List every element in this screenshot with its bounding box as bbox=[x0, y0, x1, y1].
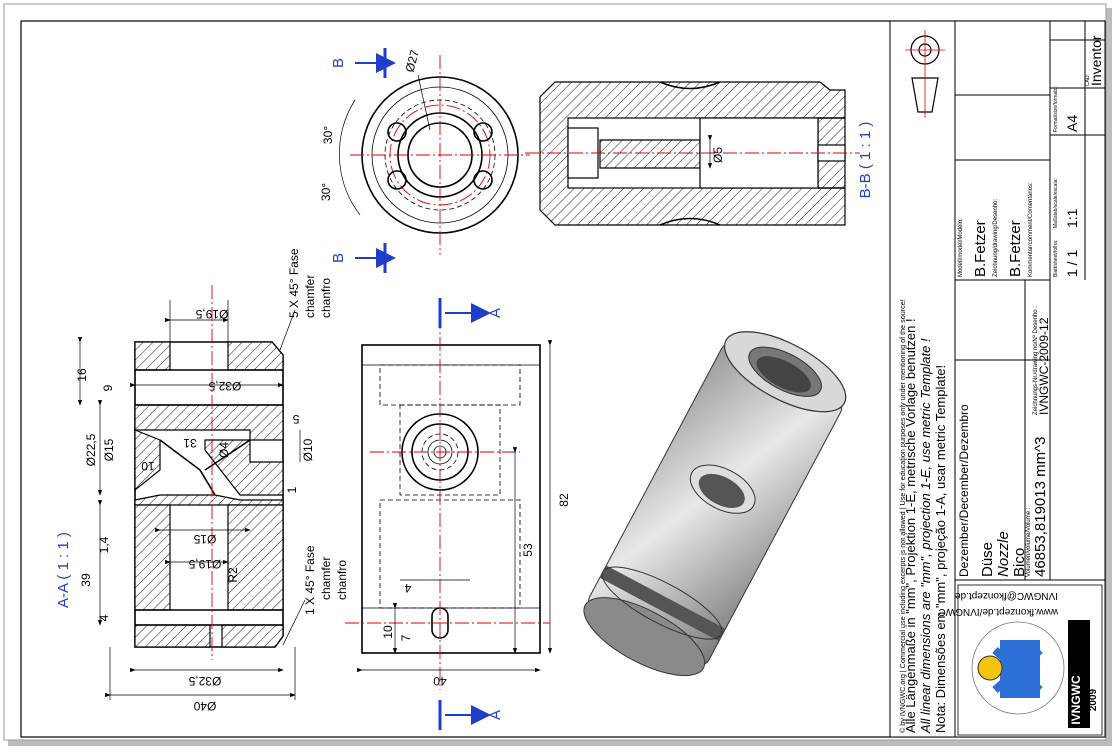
volume-label: Volumen/volume/Volume : bbox=[1026, 507, 1032, 577]
part-name-pt: Bico bbox=[1011, 548, 1028, 577]
scale-value: 1:1 bbox=[1064, 208, 1080, 228]
dim-d15-left: Ø15 bbox=[102, 438, 116, 461]
note-fase1-line1: 1 X 45° Fase bbox=[303, 545, 317, 615]
dim-d39: 39 bbox=[79, 573, 93, 587]
section-aa-title: A-A ( 1 : 1 ) bbox=[55, 532, 72, 608]
dim-d7: 7 bbox=[399, 634, 413, 641]
comment-label: Kommentar/comment/Comentários: bbox=[1028, 182, 1034, 277]
format-label: Format/size/formato: bbox=[1053, 86, 1059, 132]
cad-label: CAD: bbox=[1085, 74, 1091, 86]
sheet-label: Blatt/sheet/folha: bbox=[1053, 240, 1059, 277]
logo-name: IVNGWC bbox=[1069, 675, 1083, 725]
cut-a-bottom-label: A bbox=[487, 710, 504, 720]
dim-d22-5: Ø22,5 bbox=[84, 433, 98, 466]
projection-symbol-icon bbox=[905, 30, 945, 118]
dim-d53: 53 bbox=[521, 543, 535, 557]
section-view-aa: Ø19,5 Ø32,5 Ø22,5 Ø15 31 Ø4 Ø10 5 1 10 Ø… bbox=[55, 248, 349, 713]
date-field: Dezember/December/Dezembro bbox=[957, 404, 971, 577]
isometric-render bbox=[583, 331, 847, 677]
dim-d10-front: 10 bbox=[381, 625, 395, 639]
end-view: 30° 30° Ø27 B B bbox=[319, 48, 530, 273]
dim-d10-left: 10 bbox=[141, 459, 155, 473]
format-value: A4 bbox=[1064, 115, 1080, 132]
drawing-by: B.Fetzer bbox=[1007, 220, 1024, 277]
dim-d15-mid: Ø15 bbox=[193, 532, 216, 546]
cut-b-top-label: B bbox=[330, 58, 347, 68]
note-fase5-line3: chanfro bbox=[319, 278, 333, 318]
note-portuguese: Nota: Dimensões em "mm", projeção 1-A, u… bbox=[933, 365, 948, 733]
dim-d1-4: 1,4 bbox=[97, 536, 111, 553]
dim-d5-bb: Ø5 bbox=[711, 147, 725, 163]
title-block: © by IVNGWC.org | Commercial use includi… bbox=[889, 20, 1106, 738]
note-fase1-line3: chanfro bbox=[335, 560, 349, 600]
logo-year: 2009 bbox=[1088, 688, 1099, 711]
dim-d19-5-top: Ø19,5 bbox=[195, 307, 228, 321]
note-german: Alle Längenmaße in "mm", Projektion 1-E,… bbox=[903, 318, 918, 733]
model-label: Modell/model/Modelo: bbox=[958, 218, 964, 277]
dim-d4-front: 4 bbox=[404, 581, 411, 595]
note-fase1-line2: chamfer bbox=[319, 557, 333, 600]
angle-30-top: 30° bbox=[321, 126, 335, 144]
dim-d40: 40 bbox=[433, 674, 447, 688]
cad-value: Inventor bbox=[1088, 35, 1104, 86]
dim-d32-5-bottom: Ø32,5 bbox=[188, 674, 221, 688]
scale-label: Maßstab/scale/escala: bbox=[1053, 178, 1059, 228]
volume-value: 46853,819013 mm^3 bbox=[1032, 437, 1049, 577]
dim-d19-5-mid: Ø19,5 bbox=[188, 557, 221, 571]
dim-d4: Ø4 bbox=[217, 442, 231, 458]
drawing-no-value: IVNGWC-2009-12 bbox=[1037, 317, 1051, 415]
dim-d82: 82 bbox=[557, 493, 571, 507]
dim-d4-small: 4 bbox=[97, 614, 111, 621]
dim-d32-5-top: Ø32,5 bbox=[208, 379, 241, 393]
copyright-notice: © by IVNGWC.org | Commercial use includi… bbox=[898, 299, 907, 733]
ivngwc-logo: IVNGWC@fkonzept.de www.fkonzept.de/IVNGW… bbox=[939, 584, 1103, 736]
angle-30-bottom: 30° bbox=[319, 183, 333, 201]
drawing-no-label: Zeichnungs-Nr./drawing no/Nº Desenho : bbox=[1032, 306, 1039, 415]
drawing-label: Zeichnung/drawing/Desenho: bbox=[993, 199, 999, 277]
dim-r2: R2 bbox=[226, 567, 240, 583]
website-text: www.fkonzept.de/IVNGWC bbox=[939, 606, 1059, 617]
cut-a-top-label: A bbox=[487, 308, 504, 318]
part-name-de: Düse bbox=[979, 542, 996, 577]
note-english: All linear dimensions are "mm", projecti… bbox=[918, 338, 933, 734]
dim-d10-right: Ø10 bbox=[301, 438, 315, 461]
cut-b-bottom-label: B bbox=[330, 253, 347, 263]
dim-d16: 16 bbox=[75, 368, 89, 382]
dim-d40-diam: Ø40 bbox=[193, 699, 216, 713]
dim-d9: 9 bbox=[101, 384, 115, 391]
dim-d31: 31 bbox=[183, 436, 197, 450]
section-view-bb: Ø5 B-B ( 1 : 1 ) bbox=[525, 81, 874, 226]
part-name-en: Nozzle bbox=[995, 531, 1012, 577]
sheet-value: 1 / 1 bbox=[1064, 250, 1080, 277]
note-fase5-line1: 5 X 45° Fase bbox=[287, 248, 301, 318]
dim-d5: 5 bbox=[292, 412, 299, 426]
note-fase5-line2: chamfer bbox=[303, 275, 317, 318]
dim-d1: 1 bbox=[285, 486, 299, 493]
email-text: IVNGWC@fkonzept.de bbox=[955, 590, 1058, 601]
section-bb-title: B-B ( 1 : 1 ) bbox=[857, 122, 874, 199]
model-by: B.Fetzer bbox=[972, 220, 989, 277]
front-view: 82 53 40 10 7 4 A A bbox=[345, 298, 571, 730]
dim-d27: Ø27 bbox=[402, 48, 421, 74]
